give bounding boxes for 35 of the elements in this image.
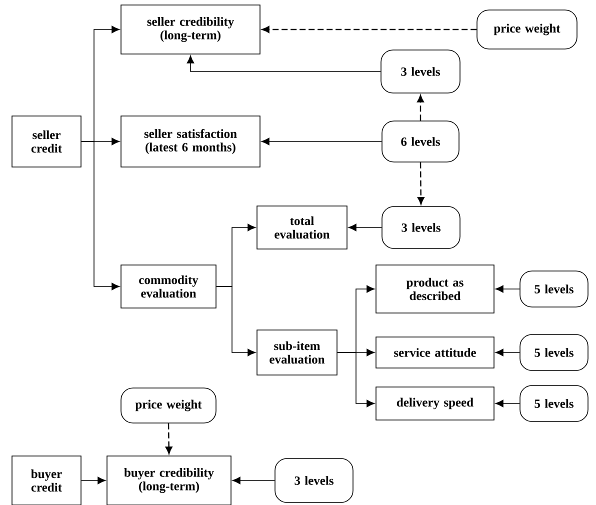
process-box: sub-item evaluation	[256, 330, 338, 376]
arrow	[81, 476, 106, 484]
process-box: total evaluation	[256, 206, 348, 250]
rounded-box: 3 levels	[380, 50, 460, 94]
process-box: seller credibility (long-term)	[120, 4, 260, 54]
rounded-box: 6 levels	[382, 120, 460, 162]
process-box: seller satisfaction (latest 6 months)	[120, 116, 260, 168]
process-box: buyer credit	[12, 456, 82, 505]
process-box: service attitude	[376, 336, 494, 368]
rounded-box: 3 levels	[274, 458, 354, 503]
process-box: commodity evaluation	[120, 264, 216, 308]
arrow	[261, 138, 382, 146]
arrow	[81, 141, 120, 290]
dashed-arrow	[165, 423, 172, 454]
arrow	[216, 286, 256, 356]
rounded-box: 5 levels	[520, 334, 588, 371]
rounded-box: 5 levels	[520, 385, 588, 422]
arrow	[186, 55, 381, 72]
process-box: product as described	[376, 264, 494, 314]
arrow	[495, 400, 520, 408]
rounded-box: price weight	[476, 10, 578, 50]
rounded-box: price weight	[120, 388, 216, 424]
process-box: delivery speed	[376, 386, 494, 420]
process-box: seller credit	[12, 116, 82, 168]
rounded-box: 5 levels	[520, 270, 588, 308]
arrow	[348, 224, 382, 232]
arrow	[495, 348, 520, 356]
rounded-box: 3 levels	[382, 206, 460, 249]
arrow	[495, 285, 520, 293]
arrow	[337, 352, 375, 408]
dashed-arrow	[417, 162, 424, 205]
dashed-arrow	[262, 26, 477, 33]
dashed-arrow	[417, 94, 424, 121]
arrow	[232, 476, 275, 484]
process-box: buyer credibility (long-term)	[106, 456, 232, 505]
